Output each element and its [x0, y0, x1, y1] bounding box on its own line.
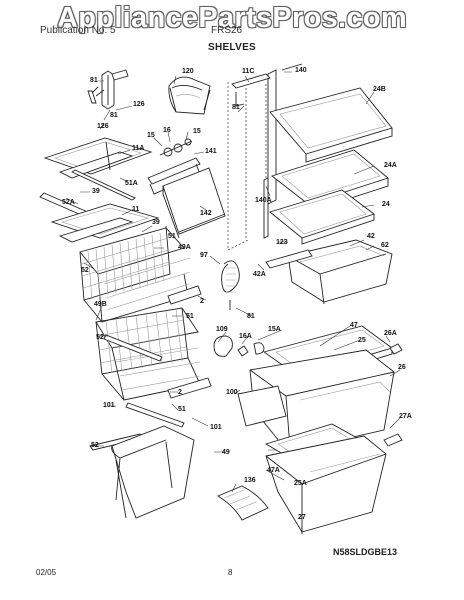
callout-24B: 24B: [373, 86, 386, 93]
callout-15A: 15A: [268, 326, 281, 333]
bracket-11C: [231, 73, 271, 107]
callout-51c: 51: [178, 406, 186, 413]
callout-52A: 52A: [62, 199, 75, 206]
callout-27A: 27A: [399, 413, 412, 420]
bin-120: [168, 76, 211, 115]
callout-120: 120: [182, 68, 194, 75]
wire-basket-49A: [79, 225, 191, 323]
page-number: 8: [228, 568, 233, 577]
model-series: FRS26: [211, 25, 243, 36]
crisper-27: [265, 435, 387, 534]
callout-16: 16: [163, 127, 171, 134]
callout-100: 100: [226, 389, 238, 396]
callout-2a: 2: [200, 298, 204, 305]
callout-109: 109: [216, 326, 228, 333]
trim-2b: [167, 377, 212, 399]
rail-26A: [389, 343, 403, 355]
hinge-15-16: [159, 138, 193, 157]
wire-basket-49B: [95, 307, 201, 401]
callout-97: 97: [200, 252, 208, 259]
callout-126b: 126: [97, 123, 109, 130]
callout-11C: 11C: [242, 68, 255, 75]
callout-49A: 49A: [178, 244, 191, 251]
shelf-11: [50, 203, 160, 243]
callout-49B: 49B: [94, 301, 107, 308]
leader-lines: [65, 71, 401, 512]
cover-136: [217, 485, 269, 521]
callout-52c: 52: [91, 442, 99, 449]
callout-27: 27: [298, 514, 306, 521]
callout-49: 49: [222, 449, 230, 456]
shelf-11A: [43, 137, 153, 179]
callout-25A: 25A: [294, 480, 307, 487]
watermark-logo: AppliancePartsPros.com: [57, 2, 407, 34]
callout-25: 25: [358, 337, 366, 344]
publication-number: Publication No. 5: [40, 25, 116, 36]
callout-136: 136: [244, 477, 256, 484]
callout-52a: 52: [81, 267, 89, 274]
rail-140A: [263, 177, 269, 239]
footer-date: 02/05: [36, 568, 57, 577]
coil-97: [221, 260, 240, 310]
callout-81a: 81: [90, 77, 98, 84]
callout-26: 26: [398, 364, 406, 371]
callout-39a: 39: [92, 188, 100, 195]
callout-42A: 42A: [253, 271, 266, 278]
callout-123: 123: [276, 239, 288, 246]
callout-62: 62: [381, 242, 389, 249]
callout-126a: 126: [133, 101, 145, 108]
cover-142: [162, 167, 226, 239]
callout-47A: 47A: [267, 467, 280, 474]
callout-39b: 39: [152, 219, 160, 226]
callout-42: 42: [367, 233, 375, 240]
callout-52b: 52: [96, 334, 104, 341]
shelf-24B: [269, 87, 393, 163]
callout-81b: 81: [110, 112, 118, 119]
bracket-81-126: [87, 69, 129, 110]
callout-15a: 15: [147, 132, 155, 139]
callout-140A: 140A: [255, 197, 272, 204]
rail-101: [125, 402, 185, 428]
callout-11A: 11A: [132, 145, 145, 152]
callout-24: 24: [382, 201, 390, 208]
callout-15b: 15: [193, 128, 201, 135]
rail-140: [267, 63, 303, 205]
callout-47: 47: [350, 322, 358, 329]
shelf-24: [269, 189, 375, 245]
callout-51A: 51A: [125, 180, 138, 187]
rail-52b: [103, 334, 163, 362]
callout-51a: 51: [168, 233, 176, 240]
callout-51b: 51: [186, 313, 194, 320]
callout-16A: 16A: [239, 333, 252, 340]
callout-24A: 24A: [384, 162, 397, 169]
trim-2a: [167, 285, 202, 305]
callout-140: 140: [295, 67, 307, 74]
callout-26A: 26A: [384, 330, 397, 337]
callout-141: 141: [205, 148, 217, 155]
bin-49: [111, 425, 195, 519]
drawer-62: [287, 239, 393, 305]
callout-2b: 2: [178, 389, 182, 396]
housing-100: [237, 385, 287, 427]
callout-101b: 101: [210, 424, 222, 431]
cover-42A: [265, 249, 313, 269]
callout-81d: 81: [247, 313, 255, 320]
frame-dashed: [227, 82, 267, 251]
callout-81c: 81: [232, 104, 240, 111]
page-title: SHELVES: [207, 42, 257, 53]
callout-11: 11: [132, 206, 140, 213]
callout-101a: 101: [103, 402, 115, 409]
rail-27A: [383, 433, 403, 447]
diagram-code: N58SLDGBE13: [333, 547, 398, 557]
callout-142: 142: [200, 210, 212, 217]
